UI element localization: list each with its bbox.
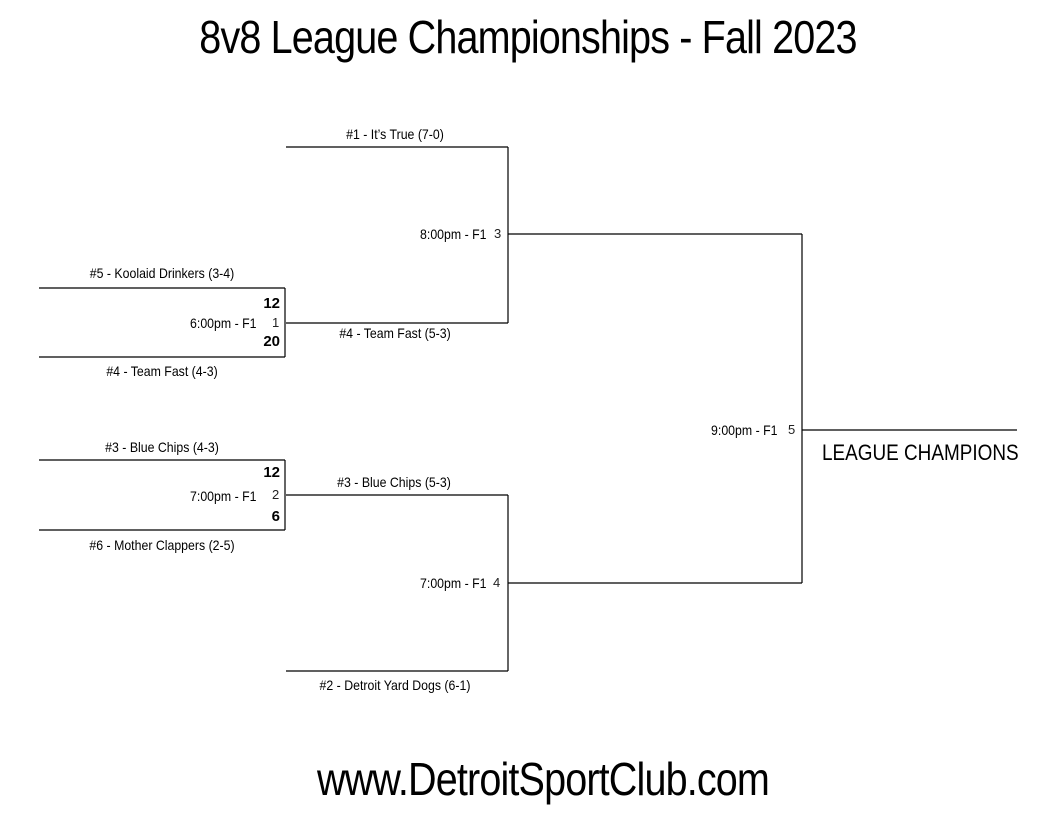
page-title: 8v8 League Championships - Fall 2023 — [199, 11, 857, 63]
r1g1-time: 6:00pm - F1 — [189, 315, 256, 331]
semi2-game-number: 4 — [493, 575, 501, 590]
r1g1-top-team: #5 - Koolaid Drinkers (3-4) — [89, 265, 235, 281]
site-url: www.DetroitSportClub.com — [316, 753, 770, 805]
r1g2-top-score: 12 — [263, 464, 280, 481]
r1g2-bottom-team: #6 - Mother Clappers (2-5) — [89, 537, 235, 553]
semi1-game-number: 3 — [494, 226, 502, 241]
r1g2-top-team: #3 - Blue Chips (4-3) — [105, 439, 219, 455]
r1g2-bottom-score: 6 — [271, 508, 280, 525]
semi1-top-team: #1 - It’s True (7-0) — [346, 126, 444, 142]
r1g1-game-number: 1 — [272, 315, 280, 330]
semi2-top-team: #3 - Blue Chips (5-3) — [337, 474, 451, 490]
final-time: 9:00pm - F1 — [710, 422, 777, 438]
r1g2-time: 7:00pm - F1 — [189, 488, 256, 504]
r1g1-bottom-score: 20 — [263, 333, 280, 350]
r1g1-top-score: 12 — [263, 295, 280, 312]
semi2-time: 7:00pm - F1 — [419, 575, 486, 591]
final-game-number: 5 — [788, 422, 796, 437]
champion-label: LEAGUE CHAMPIONS — [822, 440, 1019, 465]
semi1-time: 8:00pm - F1 — [419, 226, 486, 242]
semi1-bottom-team: #4 - Team Fast (5-3) — [339, 325, 451, 341]
r1g1-bottom-team: #4 - Team Fast (4-3) — [106, 363, 218, 379]
semi2-bottom-team: #2 - Detroit Yard Dogs (6-1) — [319, 677, 471, 693]
r1g2-game-number: 2 — [272, 487, 280, 502]
